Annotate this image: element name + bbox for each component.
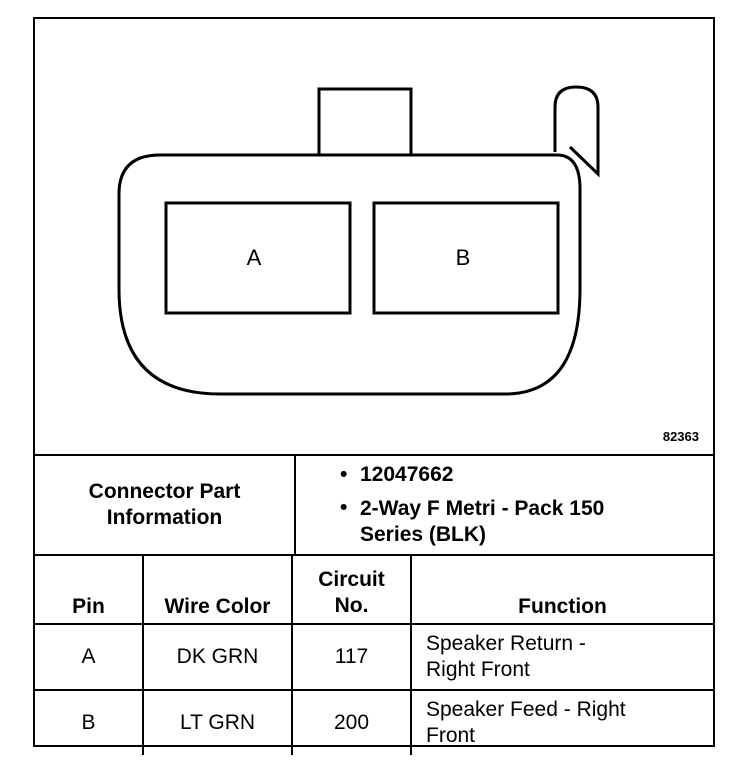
cell-function-text: Speaker Return - Right Front: [426, 632, 586, 681]
connector-part-info: Connector Part Information • 12047662 • 2-…: [35, 454, 713, 556]
cell-function-text: Speaker Feed - Right Front: [426, 698, 626, 747]
connector-face-drawing: A B: [117, 85, 600, 396]
connector-type-item: • 2-Way F Metri - Pack 150 Series (BLK): [340, 496, 660, 548]
pin-cavity-b: [372, 201, 560, 315]
pinout-table: Pin Wire Color Circuit No. Function A DK…: [35, 556, 713, 755]
connector-latch-tab: [317, 87, 413, 157]
connector-info-label: Connector Part Information: [35, 456, 296, 554]
header-pin: Pin: [35, 556, 144, 625]
table-header-row: Pin Wire Color Circuit No. Function: [35, 556, 713, 625]
bullet-icon: •: [340, 463, 348, 486]
cell-function: Speaker Feed - Right Front: [411, 690, 713, 755]
connector-figure: A B 82363 Connector Part Information • 12…: [33, 17, 715, 755]
cell-wire-color: DK GRN: [143, 624, 293, 691]
connector-info-list: • 12047662 • 2-Way F Metri - Pack 150 Seri…: [296, 456, 713, 554]
part-number: 12047662: [360, 463, 454, 486]
pin-a-label: A: [247, 245, 262, 270]
header-circuit-no-text: Circuit No.: [318, 568, 385, 617]
figure-number: 82363: [662, 429, 699, 444]
header-circuit-no: Circuit No.: [292, 556, 412, 625]
table-row: B LT GRN 200 Speaker Feed - Right Front: [35, 690, 713, 755]
header-function: Function: [411, 556, 713, 625]
connector-info-label-text: Connector Part Information: [88, 480, 241, 529]
cell-function: Speaker Return - Right Front: [411, 624, 713, 691]
connector-type: 2-Way F Metri - Pack 150 Series (BLK): [360, 497, 605, 546]
table-row: A DK GRN 117 Speaker Return - Right Fron…: [35, 624, 713, 691]
part-number-item: • 12047662: [340, 463, 453, 487]
pin-b-label: B: [456, 245, 471, 270]
cell-wire-color: LT GRN: [143, 690, 293, 755]
cell-pin: B: [35, 690, 144, 755]
pin-cavity-a: [164, 201, 352, 315]
connector-diagram: A B 82363: [35, 19, 713, 454]
header-wire-color: Wire Color: [143, 556, 293, 625]
cell-pin: A: [35, 624, 144, 691]
cell-circuit: 200: [292, 690, 412, 755]
cell-circuit: 117: [292, 624, 412, 691]
bullet-icon: •: [340, 496, 348, 519]
connector-lock-arm: [553, 85, 600, 178]
